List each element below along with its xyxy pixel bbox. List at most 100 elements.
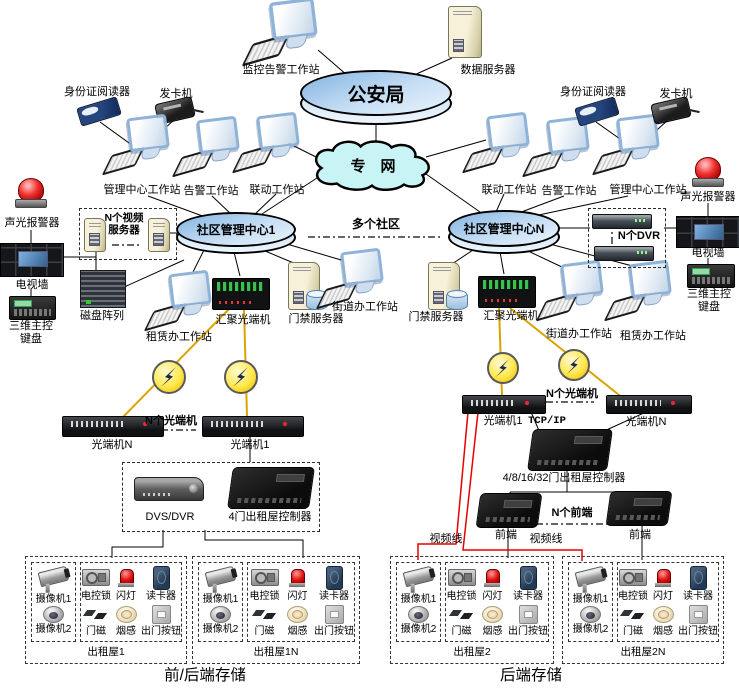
monitor-icon [126, 113, 170, 153]
bolt-glyph [161, 367, 176, 387]
strobe-light-icon [654, 568, 671, 587]
video-cable-label: 视频线 [429, 533, 463, 545]
id-card-reader-label: 身份证阅读器 [560, 86, 626, 98]
smoke-detector-icon [287, 605, 308, 623]
door-controller-label: 4门出租屋控制器 [228, 511, 312, 523]
siren-icon [692, 157, 724, 193]
dvs-dvr-label: DVS/DVR [145, 511, 195, 523]
tcpip-label: TCP/IP [528, 415, 566, 427]
fiber-link-icon [558, 349, 590, 381]
card-reader-icon [152, 565, 170, 590]
monitor-icon [268, 0, 318, 41]
police-bureau-label: 公安局 [347, 84, 405, 106]
dvs-dvr-icon [134, 477, 204, 501]
smoke-detector-icon [482, 605, 503, 623]
bolt-glyph [495, 358, 510, 378]
rental-house-name: 出租屋1N [253, 646, 299, 658]
optical-1-label: 光端机1 [483, 415, 523, 427]
door-controller-icon [227, 467, 315, 509]
video-servers-label: N个视频 服务器 [104, 212, 144, 237]
sensor-group-box: 电控锁 闪灯 读卡器 门磁 烟感 出门按钮 [445, 562, 549, 642]
alarm-workstation-icon [521, 115, 594, 180]
cloud-shape [315, 140, 430, 191]
card-reader-icon [689, 565, 707, 590]
card-reader-label: 读卡器 [146, 591, 176, 602]
mgmt-center-workstation-icon [101, 113, 174, 178]
optical-n-label: 光端机N [91, 439, 133, 451]
optical-transceiver-icon [462, 395, 546, 414]
front-end-device-icon [605, 491, 673, 526]
3d-control-keyboard-label: 三维主控 键盘 [9, 320, 53, 345]
aggregation-optical-label: 汇聚光端机 [483, 310, 539, 322]
video-cable-label: 视频线 [529, 533, 563, 545]
camera-group-box: 摄像机1 摄像机2 [568, 562, 613, 642]
3d-control-keyboard-label: 三维主控 键盘 [687, 288, 731, 313]
smoke-detector-icon [115, 605, 137, 623]
smoke-detector-label: 烟感 [653, 626, 673, 637]
siren-dome [695, 157, 721, 181]
back-storage-label: 后端存储 [499, 667, 562, 684]
camera2-label: 摄像机2 [572, 624, 609, 635]
tv-wall-label: 电视墙 [15, 279, 49, 291]
tv-wall-icon [676, 216, 739, 248]
bullet-camera-icon [204, 565, 237, 588]
mgmt-center-ws-label: 管理中心工作站 [103, 184, 181, 196]
electric-lock-label: 电控锁 [81, 591, 111, 602]
electric-lock-label: 电控锁 [249, 591, 280, 602]
sensor-group-box: 电控锁 闪灯 读卡器 门磁 烟感 出门按钮 [80, 562, 182, 642]
door-magnet-icon [254, 609, 276, 620]
door-magnet-label: 门磁 [451, 626, 472, 637]
private-network-label: 专 网 [350, 158, 396, 175]
electric-lock-icon [447, 569, 476, 586]
rental-office-ws-label: 租赁办工作站 [146, 331, 212, 343]
optical-n-label: 光端机N [625, 416, 667, 428]
multi-community-label: 多个社区 [351, 217, 400, 231]
strobe-light-icon [117, 568, 134, 587]
card-reader-icon [325, 565, 343, 590]
alarm-ws-label: 告警工作站 [541, 185, 597, 197]
exit-button-icon [324, 604, 344, 624]
data-server-label: 数据服务器 [460, 64, 516, 76]
smoke-detector-label: 烟感 [482, 626, 503, 637]
disk-array-icon [80, 270, 126, 308]
exit-button-label: 出门按钮 [314, 626, 354, 637]
community-center-n-label: 社区管理中心N [463, 221, 545, 236]
strobe-light-icon [484, 568, 500, 587]
bullet-camera-icon [574, 565, 607, 588]
disc-face: 公安局 [300, 70, 452, 117]
optical-transceiver-icon [606, 395, 692, 414]
door-magnet-label: 门磁 [86, 626, 106, 637]
card-issuer-label: 发卡机 [659, 88, 693, 100]
access-control-server-label: 门禁服务器 [288, 313, 344, 325]
optical-1-label: 光端机1 [230, 439, 270, 451]
electric-lock-icon [82, 569, 110, 586]
camera-group-box: 摄像机1 摄像机2 [198, 562, 243, 642]
3d-control-keyboard-icon [687, 264, 735, 288]
electric-lock-icon [619, 569, 647, 586]
id-card-reader-label: 身份证阅读器 [64, 86, 130, 98]
dvr-group-box [588, 208, 666, 268]
camera-group-box: 摄像机1 摄像机2 [31, 562, 76, 642]
strobe-light-label: 闪灯 [482, 591, 503, 602]
community-center-1-node: 社区管理中心1 [176, 212, 296, 254]
door-magnet-icon [622, 609, 644, 620]
dvs-controller-group-box [122, 462, 320, 532]
access-control-server-label: 门禁服务器 [408, 311, 464, 323]
strobe-light-label: 闪灯 [653, 591, 673, 602]
dvr-group-label: N个DVR [617, 230, 661, 242]
bolt-glyph [566, 355, 581, 375]
monitor-alarm-workstation-icon [241, 0, 322, 69]
optical-transceiver-icon [202, 416, 304, 437]
multi-door-controller-label: 4/8/16/32门出租屋控制器 [502, 472, 626, 484]
aggregation-optical-label: 汇聚光端机 [215, 314, 271, 326]
rental-house-box: 摄像机1 摄像机2 电控锁 闪灯 读卡器 门磁 烟感 出门按钮 出租屋2N [562, 556, 724, 664]
rental-house-name: 出租屋2 [453, 646, 491, 658]
siren-label: 声光报警器 [4, 217, 60, 229]
street-office-workstation-icon [535, 259, 608, 324]
tv-wall-icon [0, 243, 64, 277]
electric-lock-icon [250, 569, 279, 586]
alarm-ws-label: 告警工作站 [183, 185, 239, 197]
card-reader-label: 读卡器 [319, 591, 349, 602]
tv-wall-label: 电视墙 [691, 247, 725, 259]
